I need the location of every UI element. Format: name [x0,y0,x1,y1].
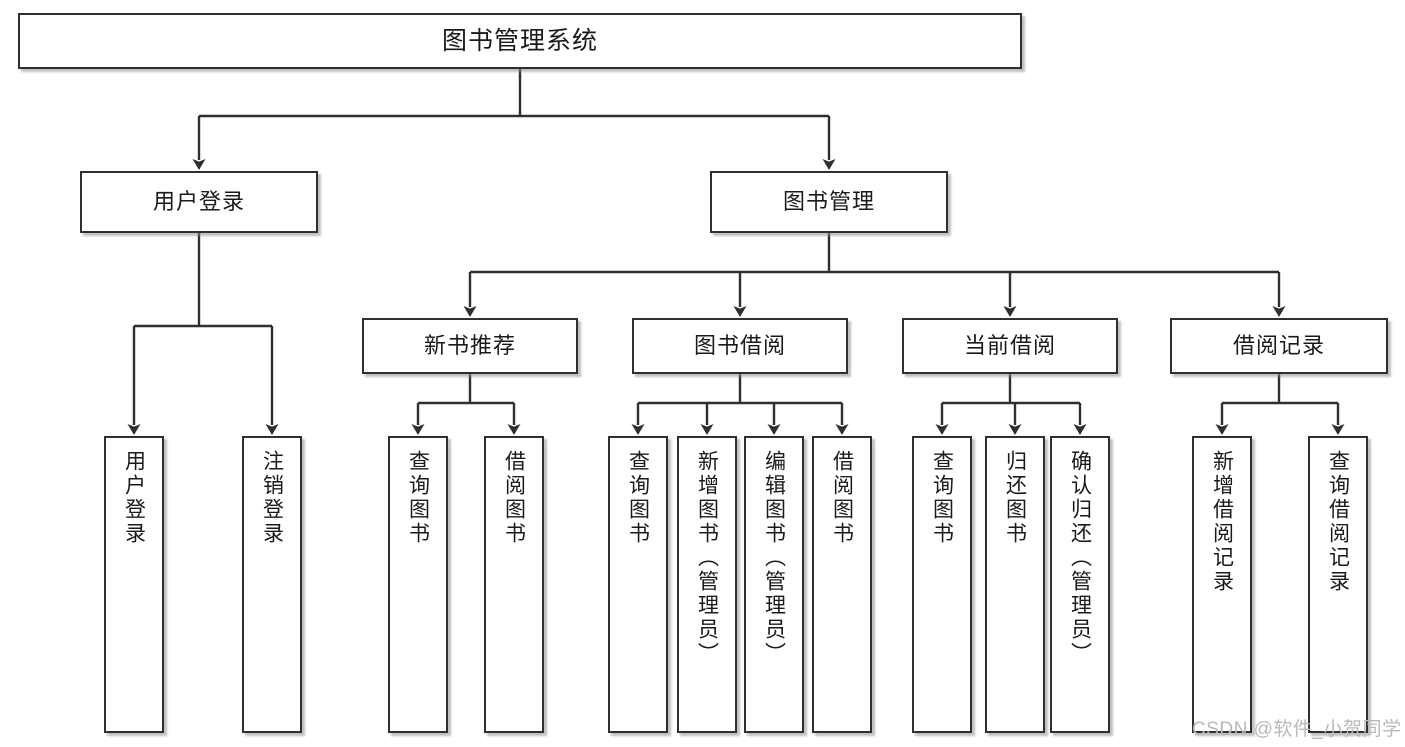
node-leaf-user-logout[interactable]: 注销登录 [242,436,302,733]
node-label: 归还图书 [1003,450,1027,546]
csdn-watermark: CSDN @软件_小贺同学 [1192,719,1402,740]
node-current[interactable]: 当前借阅 [902,318,1118,374]
node-label: 查询图书 [626,450,650,546]
node-leaf-borrow-book-2[interactable]: 借阅图书 [812,436,872,733]
node-leaf-add-book[interactable]: 新增图书（管理员） [677,436,737,733]
node-label: 查询图书 [930,450,954,546]
node-leaf-query-record[interactable]: 查询借阅记录 [1308,436,1368,733]
node-label: 用户登录 [122,450,146,546]
node-label: 图书管理 [782,188,875,214]
node-label: 借阅图书 [830,450,854,546]
node-leaf-borrow-book-1[interactable]: 借阅图书 [484,436,544,733]
node-newbook[interactable]: 新书推荐 [362,318,578,374]
node-leaf-edit-book[interactable]: 编辑图书（管理员） [744,436,804,733]
node-label: 新书推荐 [423,332,516,358]
node-label: 借阅图书 [502,450,526,546]
node-label: 确认归还（管理员） [1068,450,1092,666]
node-label: 借阅记录 [1232,332,1325,358]
node-bookmgr[interactable]: 图书管理 [710,171,948,233]
node-records[interactable]: 借阅记录 [1170,318,1388,374]
node-leaf-query-book-2[interactable]: 查询图书 [608,436,668,733]
node-label: 编辑图书（管理员） [762,450,786,666]
node-leaf-user-login[interactable]: 用户登录 [104,436,164,733]
node-leaf-query-book-1[interactable]: 查询图书 [388,436,448,733]
node-login[interactable]: 用户登录 [80,171,318,233]
node-label: 注销登录 [260,450,284,546]
node-label: 新增借阅记录 [1210,450,1234,594]
node-label: 新增图书（管理员） [695,450,719,666]
node-leaf-return-book[interactable]: 归还图书 [985,436,1045,733]
node-leaf-confirm-return[interactable]: 确认归还（管理员） [1050,436,1110,733]
node-label: 用户登录 [152,188,245,214]
node-label: 查询借阅记录 [1326,450,1350,594]
node-label: 当前借阅 [963,332,1056,358]
node-label: 图书借阅 [693,332,786,358]
node-leaf-query-book-3[interactable]: 查询图书 [912,436,972,733]
node-leaf-add-record[interactable]: 新增借阅记录 [1192,436,1252,733]
node-root[interactable]: 图书管理系统 [18,13,1022,69]
node-borrow[interactable]: 图书借阅 [632,318,848,374]
node-label: 图书管理系统 [441,27,598,55]
node-label: 查询图书 [406,450,430,546]
